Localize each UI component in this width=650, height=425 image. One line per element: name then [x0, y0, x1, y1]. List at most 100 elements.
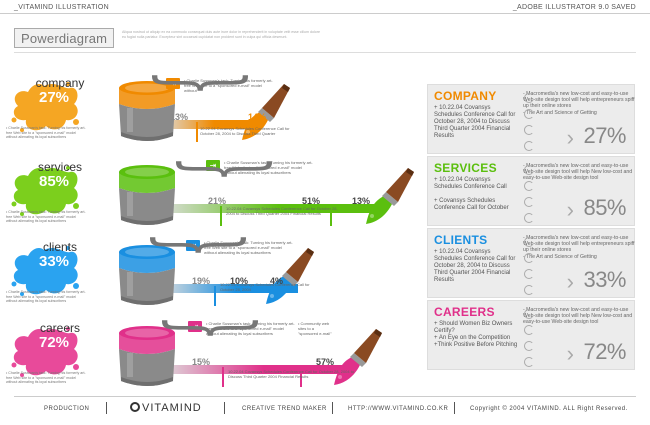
footer-url[interactable]: HTTP://WWW.VITAMIND.CO.KR [348, 406, 449, 412]
arrow-note-2: • Community web sites to a "sponsored e-… [298, 321, 332, 336]
brace-note: 10.22.04 Covansys Schedules Conference C… [226, 206, 338, 216]
stream-percent-1: 19% [192, 276, 211, 286]
arrow-box-icon: ⇥ [166, 78, 180, 89]
swirl-icon [524, 325, 534, 335]
row-note: • Charlie Sussman's task: Turning his fo… [6, 371, 86, 385]
stream-percent-2: 10% [230, 276, 249, 286]
swirl-icon [524, 253, 534, 263]
paintbrush-icon [330, 327, 386, 391]
footer-tagline: CREATIVE TREND MAKER [242, 406, 327, 412]
row-label: clients [42, 240, 78, 254]
brace-icon: } [152, 315, 273, 341]
stream-percent-1: 15% [192, 357, 211, 367]
brace-note: 10.22.04 Covansys Schedules Conference C… [220, 282, 310, 292]
card-services: SERVICES + 10.22.04 Covansys Schedules Co… [427, 156, 635, 226]
stream-percent-1: 21% [208, 196, 227, 206]
arrow-note: • Charlie Sussman's task: Turning his fo… [184, 78, 273, 93]
brace-icon: } [142, 70, 263, 96]
row-percent: 72% [38, 334, 70, 351]
row-clients: clients 33%• Charlie Sussman's task: Tur… [0, 232, 420, 312]
paintbrush-icon [238, 82, 294, 146]
stream-percent-2: 14% [248, 112, 267, 122]
paint-can-icon [115, 319, 179, 391]
row-percent: 27% [38, 89, 70, 106]
swirl-icon [524, 213, 534, 223]
card-news[interactable]: + 10.22.04 Covansys Schedules Conference… [434, 249, 516, 283]
card-company: COMPANY + 10.22.04 Covansys Schedules Con… [427, 84, 635, 154]
paint-can-icon [115, 238, 179, 310]
marker-line [214, 286, 216, 306]
title-description: Aliqua nostrud ut aliquip ex ea commodo … [122, 30, 320, 39]
chevron-right-icon: › [566, 197, 574, 222]
card-title: CLIENTS [434, 233, 488, 247]
card-news[interactable]: + Should Women Biz Owners Certify? + An … [434, 321, 518, 348]
swirl-icon [524, 237, 534, 247]
card-percent: 72% [583, 339, 626, 364]
stream-percent-2: 57% [316, 357, 335, 367]
arrow-box-icon: ⇥ [206, 160, 220, 171]
brace-icon: } [140, 232, 261, 258]
chevron-right-icon: › [566, 341, 574, 366]
card-percent: 27% [583, 123, 626, 148]
page-title: Powerdiagram [14, 28, 114, 48]
chevron-right-icon: › [566, 125, 574, 150]
arrow-note: • Charlie Sussman's task: Turning his fo… [204, 240, 293, 255]
swirl-icon [524, 269, 534, 279]
stream-percent-2: 51% [302, 196, 321, 206]
card-title: SERVICES [434, 161, 497, 175]
row-note: • Charlie Sussman's task: Turning his fo… [6, 210, 86, 224]
marker-line [220, 206, 222, 226]
footer-production: PRODUCTION [44, 406, 90, 412]
swirl-icon [524, 181, 534, 191]
header-right: _ADOBE ILLUSTRATOR 9.0 SAVED [512, 4, 636, 11]
card-description: - Macromedia's new low-cost and easy-to-… [523, 307, 633, 326]
paint-stream [160, 284, 298, 293]
footer-separator [454, 402, 455, 414]
marker-line [196, 122, 198, 142]
footer-separator [332, 402, 333, 414]
brace-note: 10.22.04 Covansys Schedules Conference C… [228, 369, 355, 379]
card-news[interactable]: + 10.22.04 Covansys Schedules Conference… [434, 105, 516, 139]
paintbrush-icon [362, 166, 418, 230]
arrow-box-icon: ⇥ [188, 321, 202, 332]
stream-percent-3: 4% [270, 276, 284, 286]
footer-separator [224, 402, 225, 414]
stream-percent-3: 13% [352, 196, 371, 206]
card-description: - Macromedia's new low-cost and easy-to-… [523, 163, 633, 182]
splat-careers: careers 72% [4, 321, 84, 387]
row-label: company [35, 76, 85, 90]
row-label: services [37, 160, 83, 174]
swirl-icon [524, 197, 534, 207]
arrow-note: • Charlie Sussman's task: Turning his fo… [206, 321, 295, 336]
header-left: _VITAMIND ILLUSTRATION [14, 4, 110, 11]
row-percent: 85% [38, 173, 70, 190]
swirl-icon [524, 357, 534, 367]
swirl-icon [524, 125, 534, 135]
divider [14, 52, 636, 53]
marker-line [300, 367, 302, 387]
card-percent: 85% [583, 195, 626, 220]
splat-services: services 85% [4, 160, 84, 226]
paint-stream [160, 120, 258, 129]
card-clients: CLIENTS + 10.22.04 Covansys Schedules Con… [427, 228, 635, 298]
card-news[interactable]: + 10.22.04 Covansys Schedules Conference… [434, 177, 509, 211]
card-title: CAREERS [434, 305, 495, 319]
row-note: • Charlie Sussman's task: Turning his fo… [6, 290, 86, 304]
row-percent: 33% [38, 253, 70, 270]
swirl-icon [524, 285, 534, 295]
footer: PRODUCTION VITAMIND CREATIVE TREND MAKER… [14, 396, 636, 418]
top-bar: _VITAMIND ILLUSTRATION _ADOBE ILLUSTRATO… [0, 0, 650, 14]
arrow-note: • Charlie Sussman's task: Turning his fo… [224, 160, 313, 175]
footer-logo: VITAMIND [130, 402, 202, 414]
row-label: careers [39, 321, 81, 335]
card-description: - Macromedia's new low-cost and easy-to-… [523, 91, 635, 116]
paint-stream [160, 365, 348, 374]
card-title: COMPANY [434, 89, 497, 103]
swirl-icon [524, 341, 534, 351]
footer-copyright: Copyright © 2004 VITAMIND. ALL Right Res… [470, 406, 628, 412]
stream-percent-1: 13% [170, 112, 189, 122]
chevron-right-icon: › [566, 269, 574, 294]
marker-line [222, 367, 224, 387]
splat-clients: clients 33% [4, 240, 84, 306]
paint-can-icon [115, 74, 179, 146]
